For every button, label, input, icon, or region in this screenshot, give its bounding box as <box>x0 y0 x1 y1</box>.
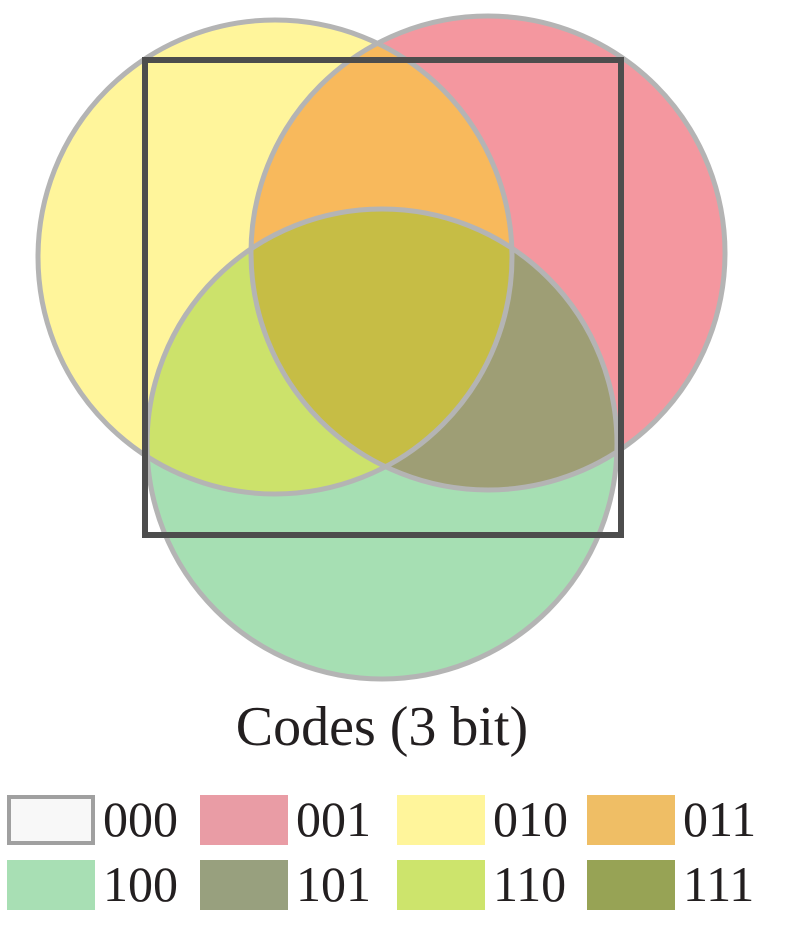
swatch-110 <box>397 860 485 910</box>
swatch-001 <box>200 795 288 845</box>
swatch-100 <box>7 860 95 910</box>
square-frame <box>142 57 624 538</box>
code-label: 110 <box>493 856 567 912</box>
code-label: 010 <box>493 791 568 847</box>
code-label: 000 <box>103 791 178 847</box>
legend-title: Codes (3 bit) <box>235 696 529 758</box>
swatch-111 <box>587 860 675 910</box>
circle-pink-outline <box>248 13 728 493</box>
legend: 000 001 010 011 100 101 110 111 <box>0 791 792 925</box>
code-label: 101 <box>296 856 371 912</box>
swatch-011 <box>587 795 675 845</box>
circle-yellow-outline <box>35 17 515 497</box>
swatch-101 <box>200 860 288 910</box>
swatch-000 <box>7 795 95 845</box>
venn-diagram <box>35 13 728 682</box>
code-label: 011 <box>683 791 757 847</box>
code-label: 001 <box>296 791 371 847</box>
swatch-010 <box>397 795 485 845</box>
code-label: 100 <box>103 856 178 912</box>
code-label: 111 <box>683 856 755 912</box>
